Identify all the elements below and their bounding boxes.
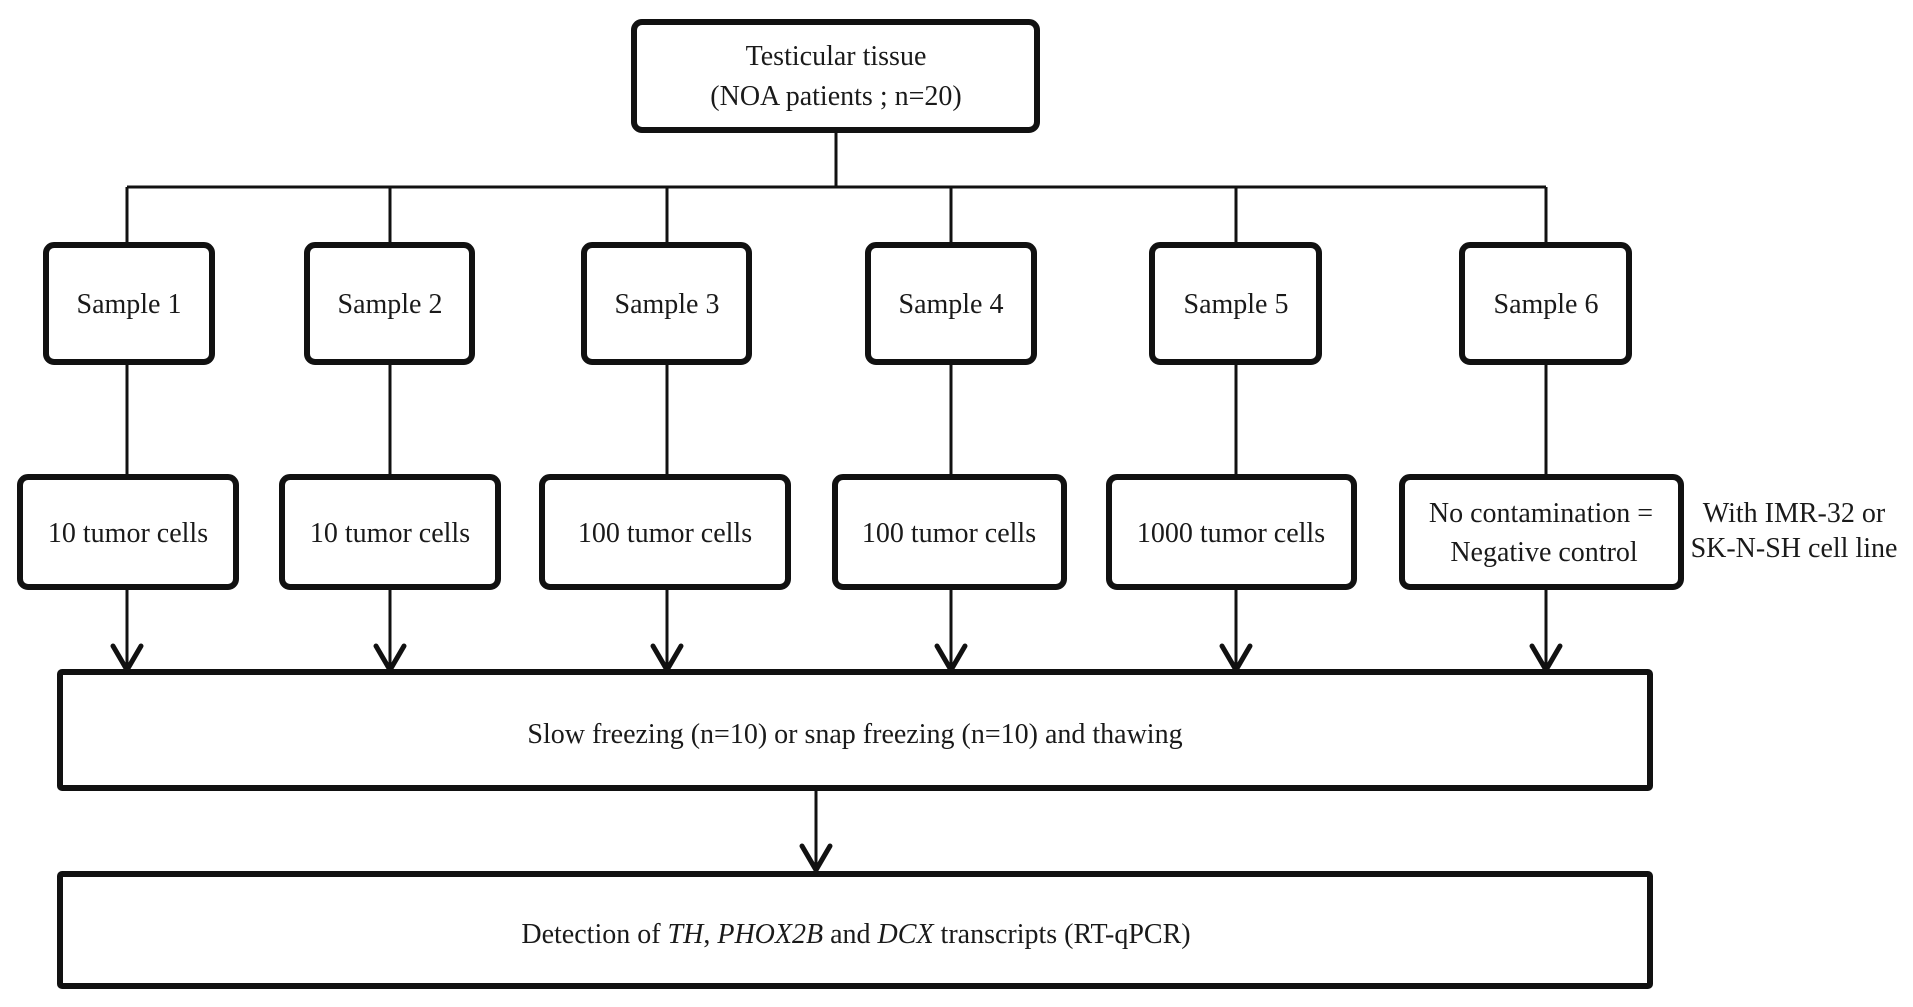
sample-node-3: Sample 3	[581, 242, 752, 365]
side-note-line2: SK-N-SH cell line	[1691, 533, 1898, 564]
cells-label: 10 tumor cells	[48, 518, 208, 549]
sample-node-4: Sample 4	[865, 242, 1037, 365]
freezing-node: Slow freezing (n=10) or snap freezing (n…	[57, 669, 1653, 791]
cells-node-2: 10 tumor cells	[279, 474, 501, 590]
detection-node: Detection of TH, PHOX2B and DCX transcri…	[57, 871, 1653, 989]
root-title: Testicular tissue	[746, 41, 927, 72]
sample-node-1: Sample 1	[43, 242, 215, 365]
connectors	[125, 130, 1548, 870]
sample-label: Sample 4	[899, 289, 1004, 320]
cells-node-6: No contamination = Negative control	[1399, 474, 1684, 590]
gene-th: TH	[668, 919, 706, 950]
side-note: With IMR-32 or SK-N-SH cell line	[1691, 498, 1898, 564]
side-note-line1: With IMR-32 or	[1703, 498, 1886, 529]
negative-control-line2: Negative control	[1450, 537, 1638, 568]
sample-node-6: Sample 6	[1459, 242, 1632, 365]
sample-label: Sample 6	[1494, 289, 1599, 320]
cells-label: 10 tumor cells	[310, 518, 470, 549]
freezing-label: Slow freezing (n=10) or snap freezing (n…	[527, 719, 1182, 750]
sample-node-5: Sample 5	[1149, 242, 1322, 365]
arrowhead	[799, 843, 833, 873]
cells-node-5: 1000 tumor cells	[1106, 474, 1357, 590]
sample-label: Sample 1	[77, 289, 182, 320]
detection-label: Detection of TH, PHOX2B and DCX transcri…	[521, 919, 1190, 950]
cells-label: 1000 tumor cells	[1137, 518, 1325, 549]
gene-phox2b: PHOX2B	[716, 919, 823, 950]
cells-label: 100 tumor cells	[578, 518, 752, 549]
cells-node-1: 10 tumor cells	[17, 474, 239, 590]
cells-node-4: 100 tumor cells	[832, 474, 1067, 590]
sample-node-2: Sample 2	[304, 242, 475, 365]
sample-label: Sample 5	[1184, 289, 1289, 320]
cells-label: 100 tumor cells	[862, 518, 1036, 549]
gene-dcx: DCX	[877, 919, 935, 950]
cells-node-3: 100 tumor cells	[539, 474, 791, 590]
root-subtitle: (NOA patients ; n=20)	[710, 81, 961, 112]
sample-label: Sample 2	[338, 289, 443, 320]
root-node: Testicular tissue (NOA patients ; n=20)	[631, 19, 1040, 133]
negative-control-line1: No contamination =	[1429, 498, 1653, 529]
sample-label: Sample 3	[615, 289, 720, 320]
